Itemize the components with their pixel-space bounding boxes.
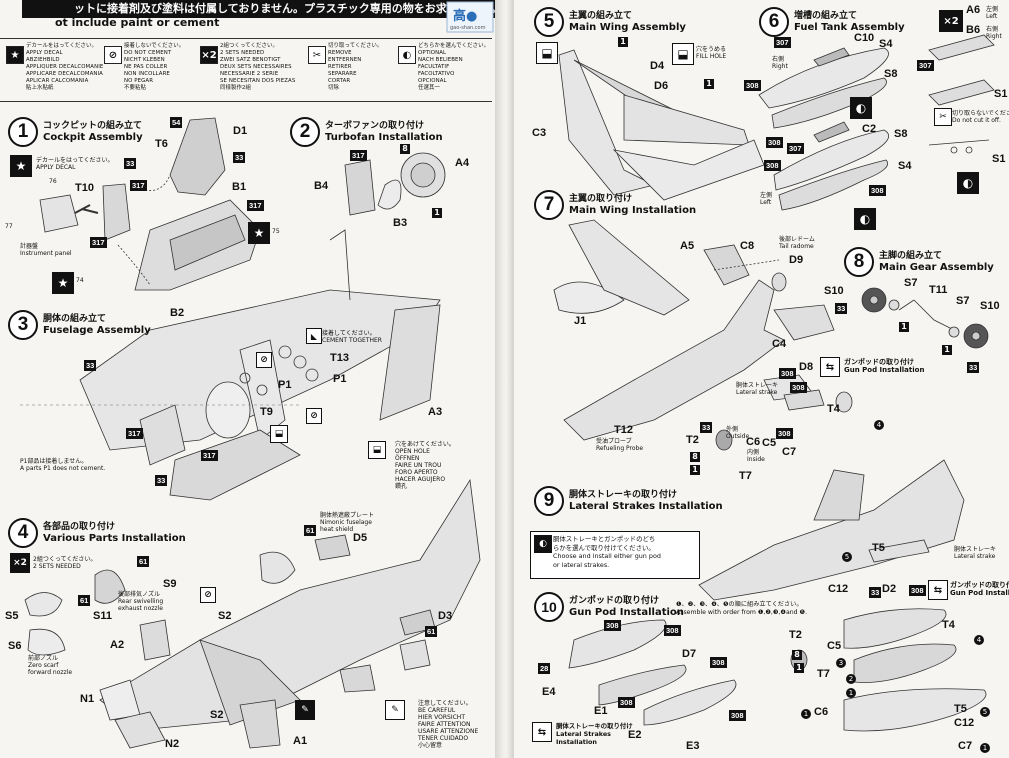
no-cement-icon: ⊘ [306,408,322,424]
times-two-icon: ×2 [200,46,218,64]
swap-icon: ⇆ [820,357,840,377]
fill-hole-icon: ⬓ [672,43,694,65]
swap-icon: ⇆ [532,722,552,742]
open-hole-icon: ⬓ [270,425,288,443]
header-top-line: ットに接着剤及び塗料は付属しておりません。プラスチック専用の物をお求め下さい。 [22,0,495,18]
no-cement-icon: ⊘ [104,46,122,64]
cut-icon: ✂ [308,46,326,64]
no-cement-icon: ⊘ [200,587,216,603]
step-number: 2 [290,117,320,147]
optional-icon: ◐ [398,46,416,64]
swap-icon: ⇆ [928,580,948,600]
brush-icon: ✎ [295,700,315,720]
legend-item-no-cement: ⊘ 接着しないでください。 DO NOT CEMENT NICHT KLEBEN… [104,43,194,97]
step-number: 7 [534,190,564,220]
svg-text:gao-shan.com: gao-shan.com [450,25,486,31]
legend-item-two-sets: ×2 2組つくってください。 2 SETS NEEDED ZWEI SATZ B… [200,43,296,91]
decal-star-icon: ★ [10,155,32,177]
open-hole-icon: ⬓ [536,42,558,64]
step-number: 4 [8,518,38,548]
no-cement-icon: ⊘ [256,352,272,368]
svg-text:高●: 高● [453,8,477,24]
times-two-icon: ×2 [10,553,30,573]
decal-star-icon: ★ [52,272,74,294]
choose-note-box: ◐ 胴体ストレーキとガンポッドのどち らかを選んで取り付けてください。 Choo… [530,531,700,579]
decal-star-icon: ★ [248,222,270,244]
optional-icon: ◐ [850,97,872,119]
step-number: 10 [534,592,564,622]
step-number: 6 [759,7,789,37]
optional-icon: ◐ [854,208,876,230]
left-page: ットに接着剤及び塗料は付属しておりません。プラスチック専用の物をお求め下さい。 … [0,0,495,758]
watermark-logo: 高●gao-shan.com [446,1,494,33]
step-number: 1 [8,117,38,147]
step-number: 5 [534,7,564,37]
optional-icon: ◐ [957,172,979,194]
page-gutter [495,0,514,758]
legend-item-remove: ✂ 切り取ってください。 REMOVE ENTFERNEN RETIRER SE… [308,43,393,97]
left-line-art [20,117,481,749]
caution-icon: ✎ [385,700,405,720]
step-number: 8 [844,247,874,277]
legend-item-decal: ★ デカールをはってください。 APPLY DECAL ABZIEHBILD A… [6,43,103,97]
right-line-art [553,34,995,732]
header-sub-line: ot include paint or cement [22,16,220,29]
open-hole-icon: ⬓ [368,441,386,459]
cut-icon: ✂ [934,108,952,126]
legend-item-optional: ◐ どちらかを選んでください。 OPTIONAL NACH BELIEBEN F… [398,43,490,97]
decal-star-icon: ★ [6,46,24,64]
symbol-legend: ★ デカールをはってください。 APPLY DECAL ABZIEHBILD A… [0,38,492,102]
step-number: 3 [8,310,38,340]
times-two-icon: ×2 [939,10,963,32]
step-number: 9 [534,486,564,516]
cement-icon: ◣ [306,328,322,344]
instrument-panel-note: 計器盤 Instrument panel [20,243,72,257]
optional-icon: ◐ [534,535,552,553]
